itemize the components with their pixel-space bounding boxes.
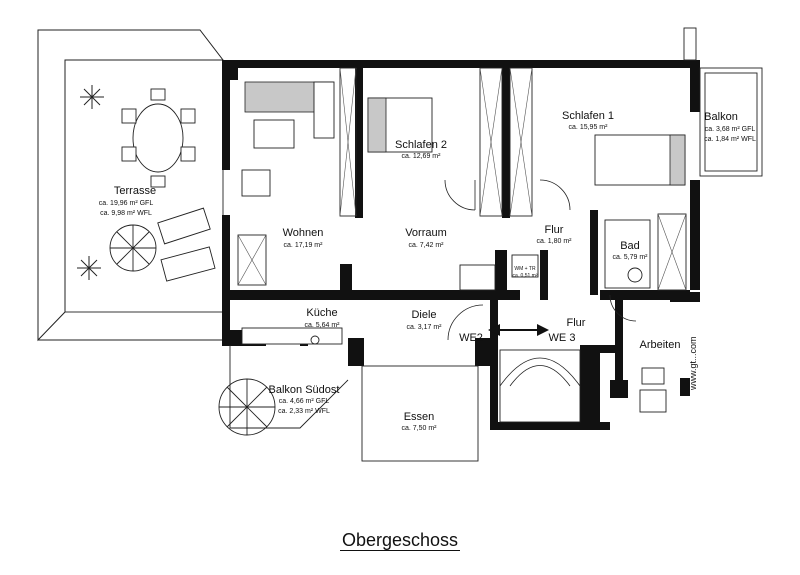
- balkonsuedost-area-2: ca. 2,33 m² WFL: [278, 408, 330, 415]
- doors: [444, 179, 637, 341]
- essen-name: Essen: [404, 411, 435, 423]
- diele-area: ca. 3,17 m²: [406, 324, 442, 331]
- wohnen-name: Wohnen: [283, 227, 324, 239]
- plan-title-text: Obergeschoss: [339, 530, 461, 551]
- balkon-area-2: ca. 1,84 m² WFL: [704, 136, 756, 143]
- schlafen1-area: ca. 15,95 m²: [569, 124, 609, 131]
- terrace: [37, 29, 225, 342]
- wohnen-area: ca. 17,19 m²: [284, 242, 324, 249]
- flur1-area: ca. 1,80 m²: [536, 238, 572, 245]
- balkon-name: Balkon: [704, 111, 738, 123]
- unit-we3: WE 3: [549, 332, 576, 344]
- bad-area: ca. 5,79 m²: [612, 254, 648, 261]
- southeast-balcony: [218, 345, 349, 436]
- unit-we2: WE2: [459, 332, 483, 344]
- balkonsuedost-name: Balkon Südost: [269, 384, 340, 396]
- balkon-area-1: ca. 3,68 m² GFL: [705, 126, 756, 133]
- arbeiten-name: Arbeiten: [640, 339, 681, 351]
- bad-name: Bad: [620, 240, 640, 252]
- flur1-name: Flur: [545, 224, 564, 236]
- terrasse-name: Terrasse: [114, 185, 156, 197]
- vorraum-name: Vorraum: [405, 227, 447, 239]
- schlafen1-name: Schlafen 1: [562, 110, 614, 122]
- unit-arrows: [488, 324, 549, 336]
- terrasse-area-2: ca. 9,98 m² WFL: [100, 210, 152, 217]
- furniture: [241, 81, 686, 462]
- schlafen2-area: ca. 12,69 m²: [402, 153, 442, 160]
- balkonsuedost-area-1: ca. 4,66 m² GFL: [279, 398, 330, 405]
- room-labels: Terrasse ca. 19,96 m² GFL ca. 9,98 m² WF…: [99, 110, 756, 432]
- essen-area: ca. 7,50 m²: [401, 425, 437, 432]
- kueche-area: ca. 5,64 m²: [304, 322, 340, 329]
- vorraum-area: ca. 7,42 m²: [408, 242, 444, 249]
- right-balcony: [683, 27, 763, 177]
- wmtr-area: ca. 0,51 m²: [512, 273, 537, 279]
- wardrobes: [237, 67, 687, 291]
- flur2-name: Flur: [567, 317, 586, 329]
- terrasse-area-1: ca. 19,96 m² GFL: [99, 200, 154, 207]
- wmtr-name: WM + TR: [514, 266, 536, 272]
- kueche-name: Küche: [306, 307, 337, 319]
- schlafen2-name: Schlafen 2: [395, 139, 447, 151]
- plan-title: Obergeschoss: [0, 530, 800, 551]
- watermark: www.gt...com: [688, 336, 698, 391]
- walls: [222, 60, 700, 430]
- diele-name: Diele: [411, 309, 436, 321]
